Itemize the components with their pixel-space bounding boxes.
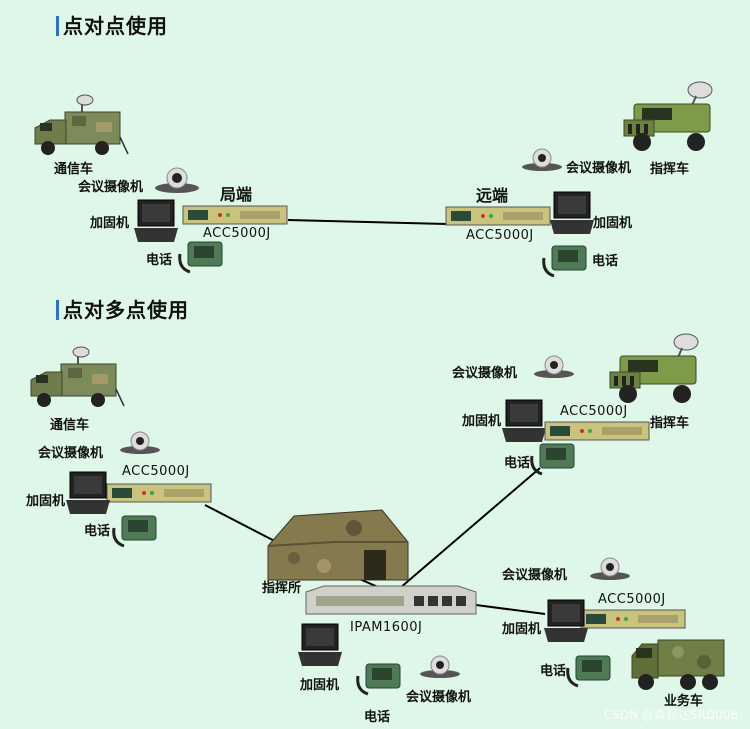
acc5000j-device-icon [106,482,212,504]
field-phone-icon [530,440,576,478]
rugged-laptop-icon [544,598,588,644]
field-phone-icon [112,512,158,550]
tent-icon [264,506,412,584]
command-post-label: 指挥所 [262,577,301,596]
link-ipam-bottomright [476,605,545,614]
heading-bar [56,300,59,320]
conference-camera-label: 会议摄像机 [38,442,103,461]
phone-label: 电话 [592,250,618,269]
rugged-pc-label: 加固机 [26,490,65,509]
ipam-model-label: IPAM1600J [350,620,422,635]
rugged-laptop-icon [550,190,594,236]
comm-vehicle-label: 通信车 [50,414,89,433]
field-phone-icon [542,242,588,280]
comm-vehicle-icon [26,344,126,414]
phone-label: 电话 [146,249,172,268]
phone-label: 电话 [84,520,110,539]
comm-vehicle-label: 通信车 [54,158,93,177]
conference-camera-icon [152,166,202,194]
heading-bar [56,16,59,36]
conference-camera-label: 会议摄像机 [78,176,143,195]
rugged-pc-label: 加固机 [502,618,541,637]
rugged-pc-label: 加固机 [90,212,129,231]
remote-end-label: 远端 [476,182,508,206]
conference-camera-icon [532,354,576,380]
service-truck-icon [628,636,728,694]
rugged-laptop-icon [298,622,342,668]
conference-camera-label: 会议摄像机 [452,362,517,381]
conference-camera-icon [588,556,632,582]
rugged-pc-label: 加固机 [593,212,632,231]
field-phone-icon [356,660,402,698]
field-phone-icon [178,238,224,276]
p2p-heading: 点对点使用 [56,10,168,39]
comm-vehicle-icon [30,92,130,162]
conference-camera-icon [118,430,162,456]
phone-label: 电话 [364,706,390,725]
acc-model-label: ACC5000J [122,464,190,479]
command-vehicle-icon [616,78,720,158]
conference-camera-label: 会议摄像机 [566,157,631,176]
watermark: CSDN @森润达SRD008 [604,706,738,723]
command-vehicle-label: 指挥车 [650,412,689,431]
p2mp-title: 点对多点使用 [63,298,189,322]
rugged-laptop-icon [134,198,178,244]
acc5000j-device-icon [580,608,686,630]
acc5000j-device-icon [445,205,551,227]
acc-model-label: ACC5000J [598,592,666,607]
rugged-laptop-icon [502,398,546,444]
p2p-title: 点对点使用 [63,14,168,38]
rugged-pc-label: 加固机 [462,410,501,429]
command-vehicle-label: 指挥车 [650,158,689,177]
acc5000j-device-icon [544,420,650,442]
command-vehicle-icon [602,330,706,410]
ipam1600j-device-icon [304,584,478,618]
conference-camera-icon [520,148,564,172]
conference-camera-label: 会议摄像机 [502,564,567,583]
link-local-remote [288,220,447,224]
rugged-laptop-icon [66,470,110,516]
field-phone-icon [566,652,612,690]
conference-camera-label: 会议摄像机 [406,686,471,705]
acc5000j-device-icon [182,204,288,226]
phone-label: 电话 [504,452,530,471]
phone-label: 电话 [540,660,566,679]
rugged-pc-label: 加固机 [300,674,339,693]
acc-model-label: ACC5000J [560,404,628,419]
acc-model-label: ACC5000J [466,228,534,243]
conference-camera-icon [418,654,462,680]
p2mp-heading: 点对多点使用 [56,294,189,323]
local-end-label: 局端 [220,181,252,205]
